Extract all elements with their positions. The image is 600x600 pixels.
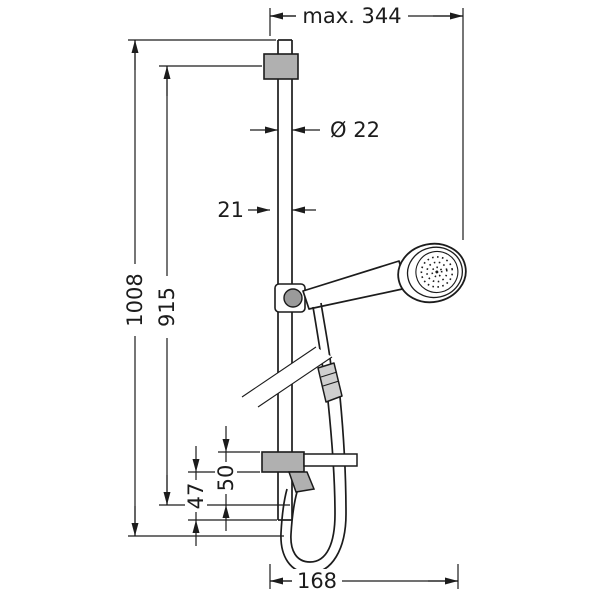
- dim-label-diameter: Ø 22: [330, 118, 380, 142]
- dim-label-max-344: max. 344: [302, 4, 401, 28]
- dim-bracket-offset-50: 50: [214, 426, 260, 531]
- outlet-arm: [303, 453, 358, 467]
- dim-label-168: 168: [297, 569, 337, 593]
- dim-label-50: 50: [214, 465, 238, 492]
- dim-label-915: 915: [155, 287, 179, 327]
- dim-label-1008: 1008: [123, 273, 147, 326]
- hose-outlet-connector: [287, 471, 316, 493]
- shower-hose-lower-loop: [280, 396, 347, 574]
- bottom-wall-bracket: [261, 451, 358, 493]
- slider-knob: [283, 288, 303, 308]
- dim-label-47: 47: [184, 483, 208, 510]
- top-wall-bracket: [263, 53, 299, 80]
- hand-shower-head: [397, 242, 467, 304]
- dim-total-height: 1008: [123, 39, 284, 537]
- dim-bottom-width: 168: [269, 564, 459, 593]
- dim-bar-diameter: Ø 22: [250, 118, 380, 142]
- hand-shower-handle: [302, 260, 408, 310]
- dim-rail-height: 915: [155, 65, 290, 506]
- dim-offset-21: 21: [217, 198, 316, 222]
- hose-cone-fitting: [317, 362, 343, 403]
- break-lines: [241, 346, 333, 408]
- spray-nozzle-pattern: [420, 256, 454, 288]
- dim-max-width: max. 344: [269, 4, 464, 240]
- shower-rail-bar: [277, 39, 293, 521]
- dim-label-21: 21: [217, 198, 244, 222]
